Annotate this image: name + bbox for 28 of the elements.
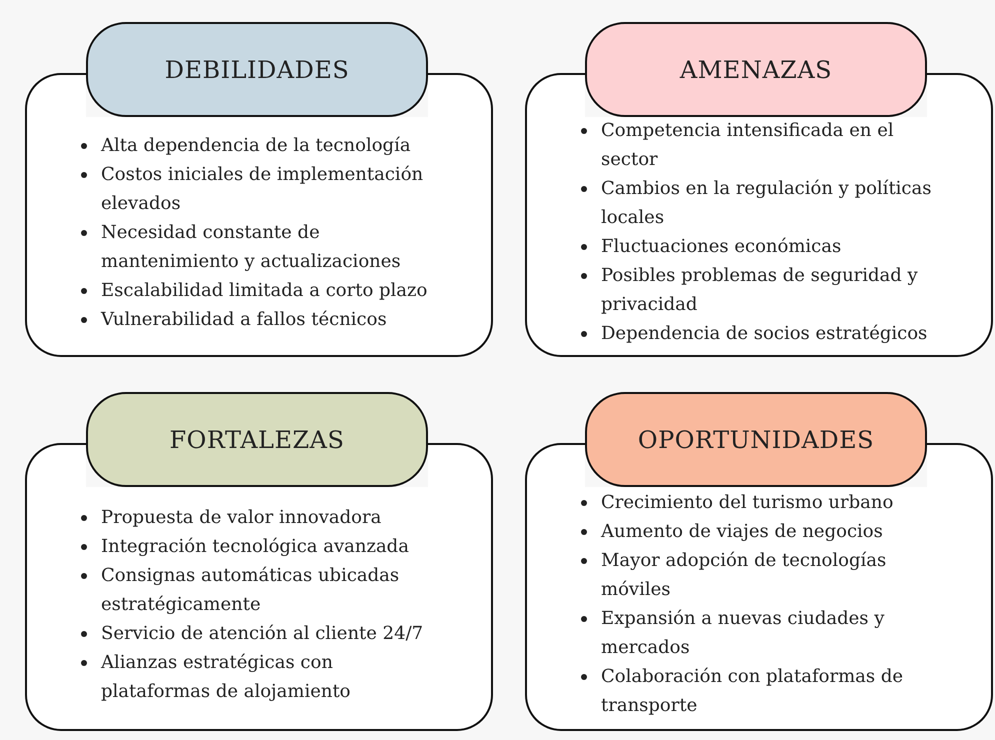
list-item-text: Alta dependencia de la tecnología <box>101 134 411 158</box>
list-item-text: Costos iniciales de implementación elevados <box>101 162 424 216</box>
list-item-text: Alianzas estratégicas con plataformas de alojamiento <box>101 650 352 704</box>
heading-pill: FORTALEZAS <box>86 392 428 487</box>
list-item-text: Necesidad constante de mantenimiento y actualizaciones <box>101 220 402 274</box>
list-item-text: Cambios en la regulación y políticas locales <box>601 177 932 230</box>
list-item-text: Posibles problemas de seguridad y privacidad <box>601 264 919 317</box>
list-item-text: Integración tecnológica avanzada <box>101 534 409 558</box>
list-item-text: Fluctuaciones económicas <box>601 235 842 259</box>
list-item-text: Aumento de viajes de negocios <box>601 520 883 544</box>
list-item-text: Competencia intensificada en el sector <box>601 119 895 172</box>
list-item-text: Vulnerabilidad a fallos técnicos <box>101 308 387 332</box>
content-card <box>525 117 993 357</box>
list-item-text: Colaboración con plataformas de transporte <box>601 665 904 718</box>
heading-pill: DEBILIDADES <box>86 22 428 117</box>
heading-pill: AMENAZAS <box>585 22 927 117</box>
list-item-text: Dependencia de socios estratégicos <box>601 322 928 346</box>
list-item-text: Crecimiento del turismo urbano <box>601 491 894 515</box>
list-item-text: Servicio de atención al cliente 24/7 <box>101 622 424 646</box>
content-card <box>25 487 493 731</box>
list-item-text: Mayor adopción de tecnologías móviles <box>601 549 888 602</box>
content-card <box>25 117 493 357</box>
list-item-text: Expansión a nuevas ciudades y mercados <box>601 607 886 660</box>
content-card <box>525 487 993 731</box>
list-item-text: Escalabilidad limitada a corto plazo <box>101 278 428 302</box>
list-item-text: Propuesta de valor innovadora <box>101 506 382 530</box>
list-item-text: Consignas automáticas ubicadas estratégicamente <box>101 564 400 616</box>
heading-pill: OPORTUNIDADES <box>585 392 927 487</box>
